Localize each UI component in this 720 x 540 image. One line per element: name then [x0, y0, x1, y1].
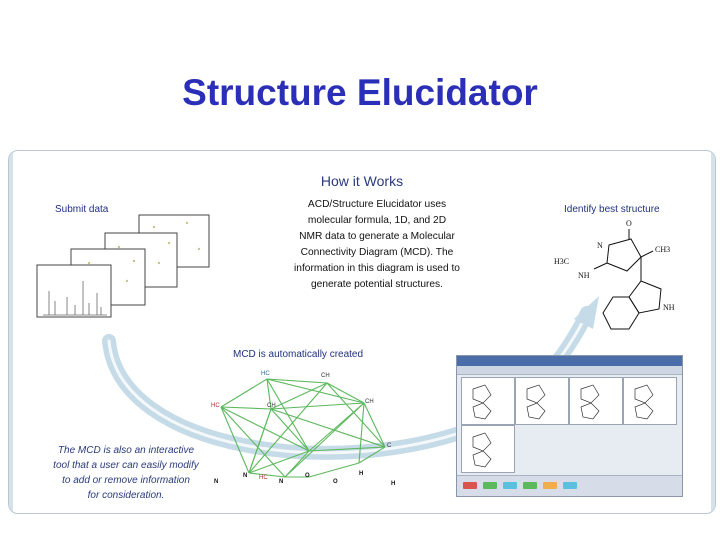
- slide-title: Structure Elucidator: [182, 72, 538, 113]
- description-line: molecular formula, 1D, and 2D: [307, 215, 447, 226]
- status-chip: [543, 482, 557, 489]
- mcd-atom: C: [387, 443, 392, 449]
- workflow-arrowhead: [574, 296, 599, 329]
- mcd-interactive-note: The MCD is also an interactive tool that…: [37, 443, 215, 503]
- mcd-created-label: MCD is automatically created: [233, 349, 364, 360]
- candidate-structure-thumb: [461, 377, 515, 425]
- status-chip: [563, 482, 577, 489]
- screenshot-titlebar: [457, 356, 682, 366]
- mcd-atom: H: [391, 481, 396, 487]
- description-line: generate potential structures.: [311, 279, 443, 290]
- status-chip: [523, 482, 537, 489]
- atom-label: CH3: [655, 245, 671, 254]
- status-chip: [463, 482, 477, 489]
- how-it-works-figure: How it Works Submit data Identify best s…: [8, 150, 716, 514]
- mcd-atom: O: [333, 479, 338, 485]
- note-line: to add or remove information: [62, 475, 190, 486]
- mcd-atom: CH: [267, 403, 276, 409]
- status-chip: [503, 482, 517, 489]
- description-line: Connectivity Diagram (MCD). The: [300, 247, 454, 258]
- mcd-atom: HC: [211, 403, 220, 409]
- description-line: information in this diagram is used to: [294, 263, 460, 274]
- note-line: for consideration.: [87, 490, 165, 501]
- candidate-structure-thumb: [515, 377, 569, 425]
- atom-label: NH: [663, 303, 675, 312]
- screenshot-statusbar: [457, 475, 682, 496]
- mcd-atom: O: [305, 473, 310, 479]
- note-line: tool that a user can easily modify: [53, 460, 199, 471]
- mcd-atom: N: [214, 479, 219, 485]
- identify-structure-label: Identify best structure: [564, 204, 660, 215]
- process-description: ACD/Structure Elucidator uses molecular …: [277, 197, 477, 293]
- software-screenshot: [456, 355, 683, 497]
- status-chip: [483, 482, 497, 489]
- description-line: ACD/Structure Elucidator uses: [307, 199, 447, 210]
- how-it-works-title: How it Works: [320, 173, 404, 189]
- atom-label: H3C: [554, 257, 570, 266]
- atom-label: N: [597, 241, 603, 250]
- atom-label: O: [626, 219, 632, 228]
- description-line: NMR data to generate a Molecular: [299, 231, 455, 242]
- screenshot-toolbar: [457, 366, 682, 375]
- candidate-structure-thumb: [623, 377, 677, 425]
- note-line: The MCD is also an interactive: [57, 445, 195, 456]
- candidate-structures-grid: [461, 377, 677, 473]
- mcd-atom: CH: [365, 399, 374, 405]
- mcd-atom: N: [243, 473, 248, 479]
- best-structure-molecule: [593, 229, 662, 330]
- atom-label: NH: [578, 271, 590, 280]
- candidate-structure-sketches: [472, 384, 654, 468]
- candidate-structure-thumb: [461, 425, 515, 473]
- submit-data-label: Submit data: [55, 204, 109, 215]
- mcd-atom: HC: [259, 475, 268, 481]
- mcd-atom: N: [279, 479, 284, 485]
- spectra-stack: [36, 214, 210, 318]
- mcd-network: [220, 378, 386, 478]
- candidate-structure-thumb: [569, 377, 623, 425]
- mcd-atom: H: [359, 471, 364, 477]
- mcd-atom: CH: [321, 373, 330, 379]
- mcd-atom: HC: [261, 371, 270, 377]
